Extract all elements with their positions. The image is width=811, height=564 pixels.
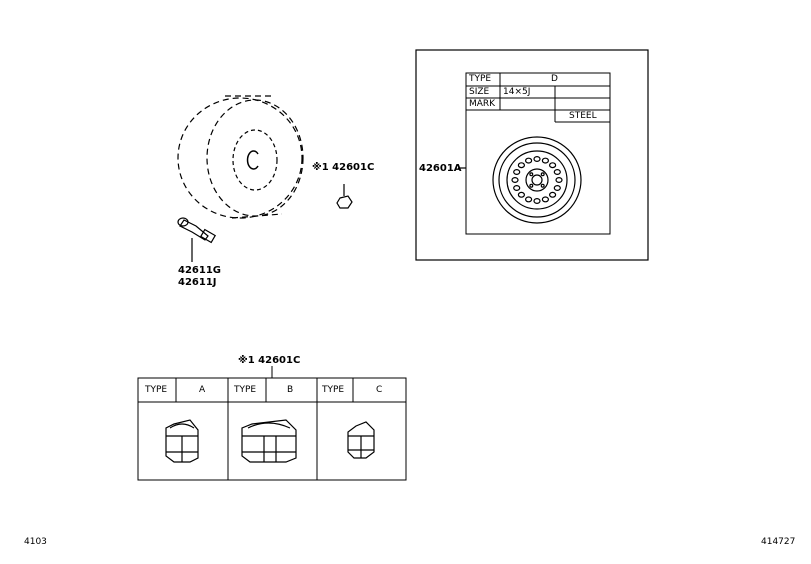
- spec-size-value: 14×5J: [503, 87, 531, 97]
- nut-type-c-icon: [347, 421, 375, 459]
- wheel-vent-hole: [517, 162, 526, 169]
- nut-type-b-icon: [241, 419, 297, 463]
- nut-c-type-label: TYPE: [322, 385, 345, 395]
- wheel-vent-hole: [513, 185, 521, 192]
- wheel-lug-hole: [529, 172, 534, 177]
- small-nut-icon: [336, 184, 353, 209]
- spec-type-label: TYPE: [469, 74, 492, 84]
- spec-mark-label: MARK: [469, 99, 496, 109]
- tire-phantom: [177, 95, 304, 219]
- wheel-vent-hole: [548, 162, 557, 169]
- wheel-vent-hole: [524, 157, 533, 164]
- nut-a-value: A: [199, 385, 206, 395]
- footer-right-code: 414727: [761, 537, 796, 547]
- nut-table-grid: [137, 366, 407, 481]
- wheel-vent-hole: [513, 169, 521, 176]
- nut-table-callout: ※1 42601C: [238, 355, 301, 366]
- wheel-vent-hole: [533, 156, 541, 163]
- wheel-lug-hole: [529, 183, 534, 188]
- wheel-vent-hole: [555, 177, 563, 184]
- valve-part-number-1: 42611G: [178, 265, 221, 276]
- nut-c-value: C: [376, 385, 383, 395]
- steel-wheel-icon: [492, 136, 582, 224]
- spec-size-label: SIZE: [469, 87, 490, 97]
- valve-stem-icon: [177, 217, 217, 262]
- tire-hub-c: [246, 150, 259, 170]
- nut-b-type-label: TYPE: [234, 385, 257, 395]
- wheel-box: [415, 49, 649, 261]
- wheel-vent-hole: [524, 196, 533, 203]
- wheel-vent-hole: [511, 177, 519, 184]
- wheel-lug-hole: [540, 183, 545, 188]
- valve-part-number-2: 42611J: [178, 277, 217, 288]
- wheel-vent-hole: [548, 191, 557, 198]
- wheel-vent-hole: [553, 185, 561, 192]
- spec-type-value: D: [551, 74, 558, 84]
- wheel-lug-hole: [540, 172, 545, 177]
- spec-table-grid: [465, 72, 611, 235]
- wheel-vent-hole: [541, 157, 550, 164]
- footer-left-code: 4103: [24, 537, 47, 547]
- wheel-vent-hole: [533, 198, 541, 205]
- wheel-vent-hole: [553, 169, 561, 176]
- wheel-part-number: 42601A: [419, 163, 462, 174]
- spec-material: STEEL: [569, 111, 597, 121]
- nut-b-value: B: [287, 385, 294, 395]
- wheel-vent-hole: [517, 191, 526, 198]
- nut-a-type-label: TYPE: [145, 385, 168, 395]
- wheel-vent-hole: [541, 196, 550, 203]
- nut-type-a-icon: [165, 419, 199, 463]
- nut-callout-top: ※1 42601C: [312, 162, 375, 173]
